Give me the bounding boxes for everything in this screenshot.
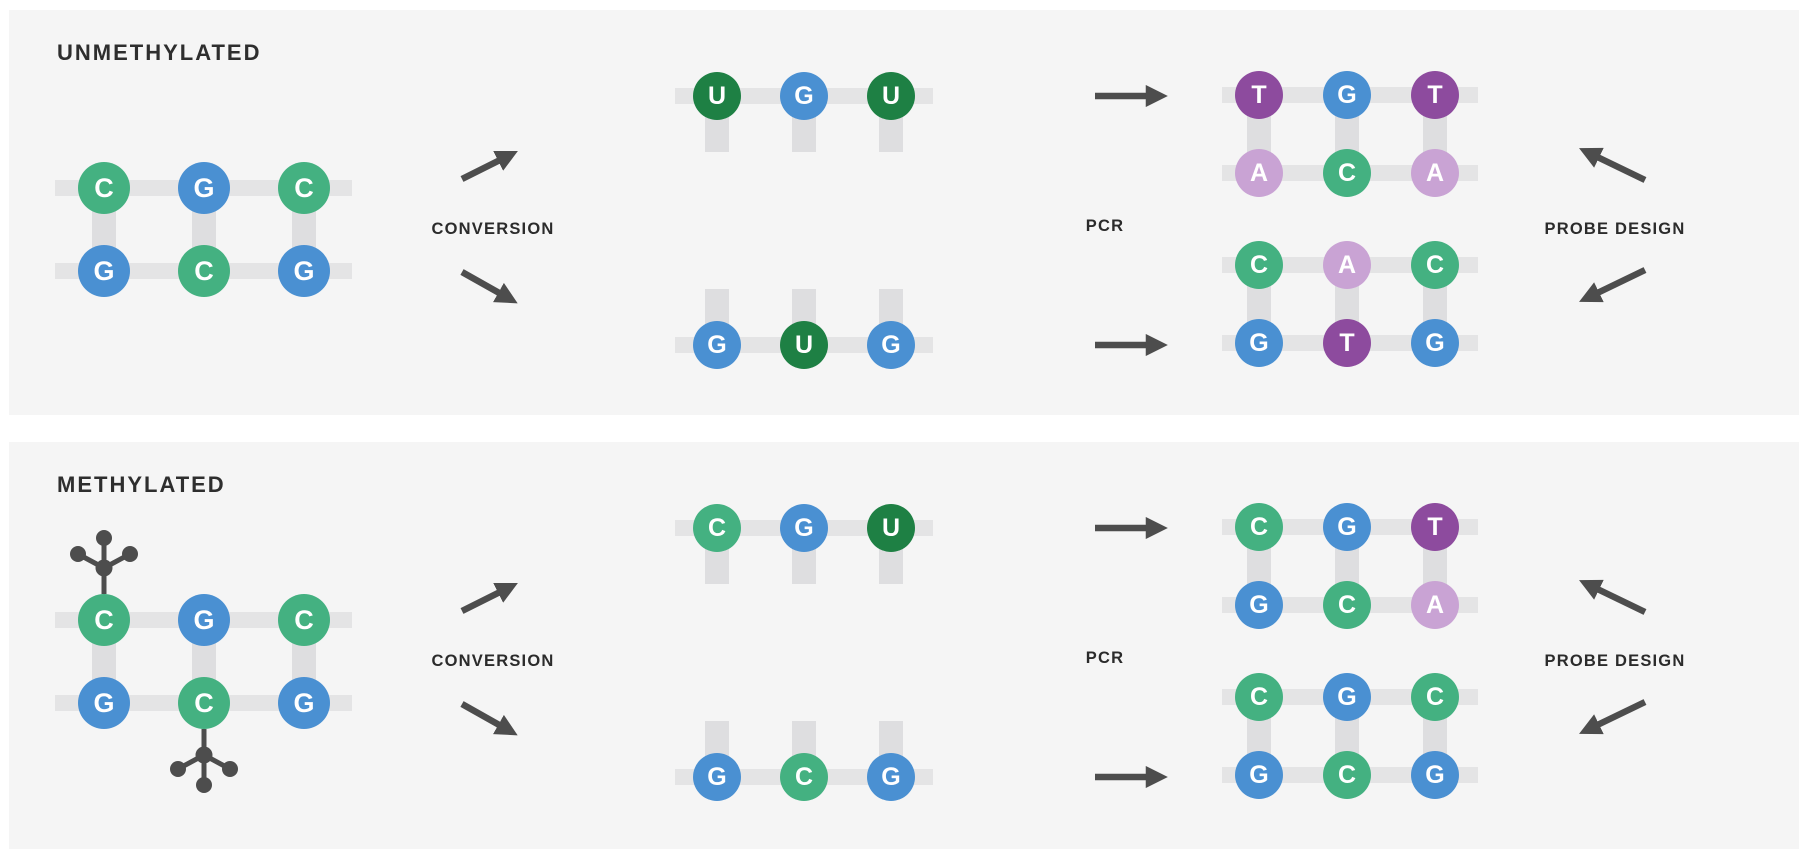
base-G: G [780, 72, 828, 120]
probe-design-arrow-down [1579, 699, 1647, 735]
arrows-overlay [70, 516, 1647, 793]
base-C: C [278, 162, 330, 214]
conversion-arrow-down [460, 269, 518, 304]
panel-title: UNMETHYLATED [57, 40, 262, 65]
base-G: G [1235, 581, 1283, 629]
base-C: C [178, 245, 230, 297]
base-G: G [278, 677, 330, 729]
base-G: G [1235, 319, 1283, 367]
base-G: G [1235, 751, 1283, 799]
base-G: G [178, 162, 230, 214]
base-C: C [1235, 241, 1283, 289]
base-A: A [1411, 581, 1459, 629]
conversion-arrow-down [460, 701, 518, 736]
base-A: A [1323, 241, 1371, 289]
base-C: C [1411, 241, 1459, 289]
base-C: C [780, 753, 828, 801]
base-G: G [867, 753, 915, 801]
base-C: C [1235, 503, 1283, 551]
base-G: G [693, 753, 741, 801]
base-U: U [780, 321, 828, 369]
base-G: G [780, 504, 828, 552]
base-G: G [178, 594, 230, 646]
base-C: C [178, 677, 230, 729]
base-G: G [78, 677, 130, 729]
probe-design-label: PROBE DESIGN [1544, 652, 1686, 670]
base-G: G [1411, 751, 1459, 799]
methyl-dot [222, 761, 238, 777]
base-G: G [278, 245, 330, 297]
pcr-label: PCR [1085, 217, 1125, 235]
methyl-node [195, 746, 213, 764]
base-G: G [78, 245, 130, 297]
base-A: A [1411, 149, 1459, 197]
base-U: U [867, 72, 915, 120]
base-C: C [1323, 149, 1371, 197]
base-G: G [1323, 503, 1371, 551]
probe-design-label: PROBE DESIGN [1544, 220, 1686, 238]
base-C: C [1411, 673, 1459, 721]
base-U: U [867, 504, 915, 552]
arrows-overlay [460, 84, 1647, 357]
methyl-dot [70, 546, 86, 562]
base-G: G [1411, 319, 1459, 367]
methyl-group [70, 530, 138, 594]
base-U: U [693, 72, 741, 120]
base-C: C [1323, 581, 1371, 629]
base-G: G [1323, 673, 1371, 721]
pcr-label: PCR [1085, 649, 1125, 667]
probe-design-arrow-down [1579, 267, 1647, 303]
base-C: C [1323, 751, 1371, 799]
base-C: C [1235, 673, 1283, 721]
methyl-node [95, 559, 113, 577]
methyl-dot [196, 777, 212, 793]
base-T: T [1235, 71, 1283, 119]
base-T: T [1411, 71, 1459, 119]
probe-design-arrow-up [1579, 147, 1647, 183]
methyl-dot [96, 530, 112, 546]
methyl-dot [170, 761, 186, 777]
base-C: C [78, 162, 130, 214]
panel-title: METHYLATED [57, 472, 226, 497]
conversion-arrow-up [460, 583, 518, 614]
probe-design-arrow-up [1579, 579, 1647, 615]
conversion-arrow-up [460, 151, 518, 182]
conversion-label: CONVERSION [431, 220, 555, 238]
conversion-label: CONVERSION [431, 652, 555, 670]
base-C: C [278, 594, 330, 646]
methyl-dot [122, 546, 138, 562]
base-A: A [1235, 149, 1283, 197]
base-T: T [1323, 319, 1371, 367]
base-G: G [867, 321, 915, 369]
base-G: G [693, 321, 741, 369]
base-C: C [693, 504, 741, 552]
methyl-group [170, 729, 238, 793]
base-C: C [78, 594, 130, 646]
base-T: T [1411, 503, 1459, 551]
base-G: G [1323, 71, 1371, 119]
